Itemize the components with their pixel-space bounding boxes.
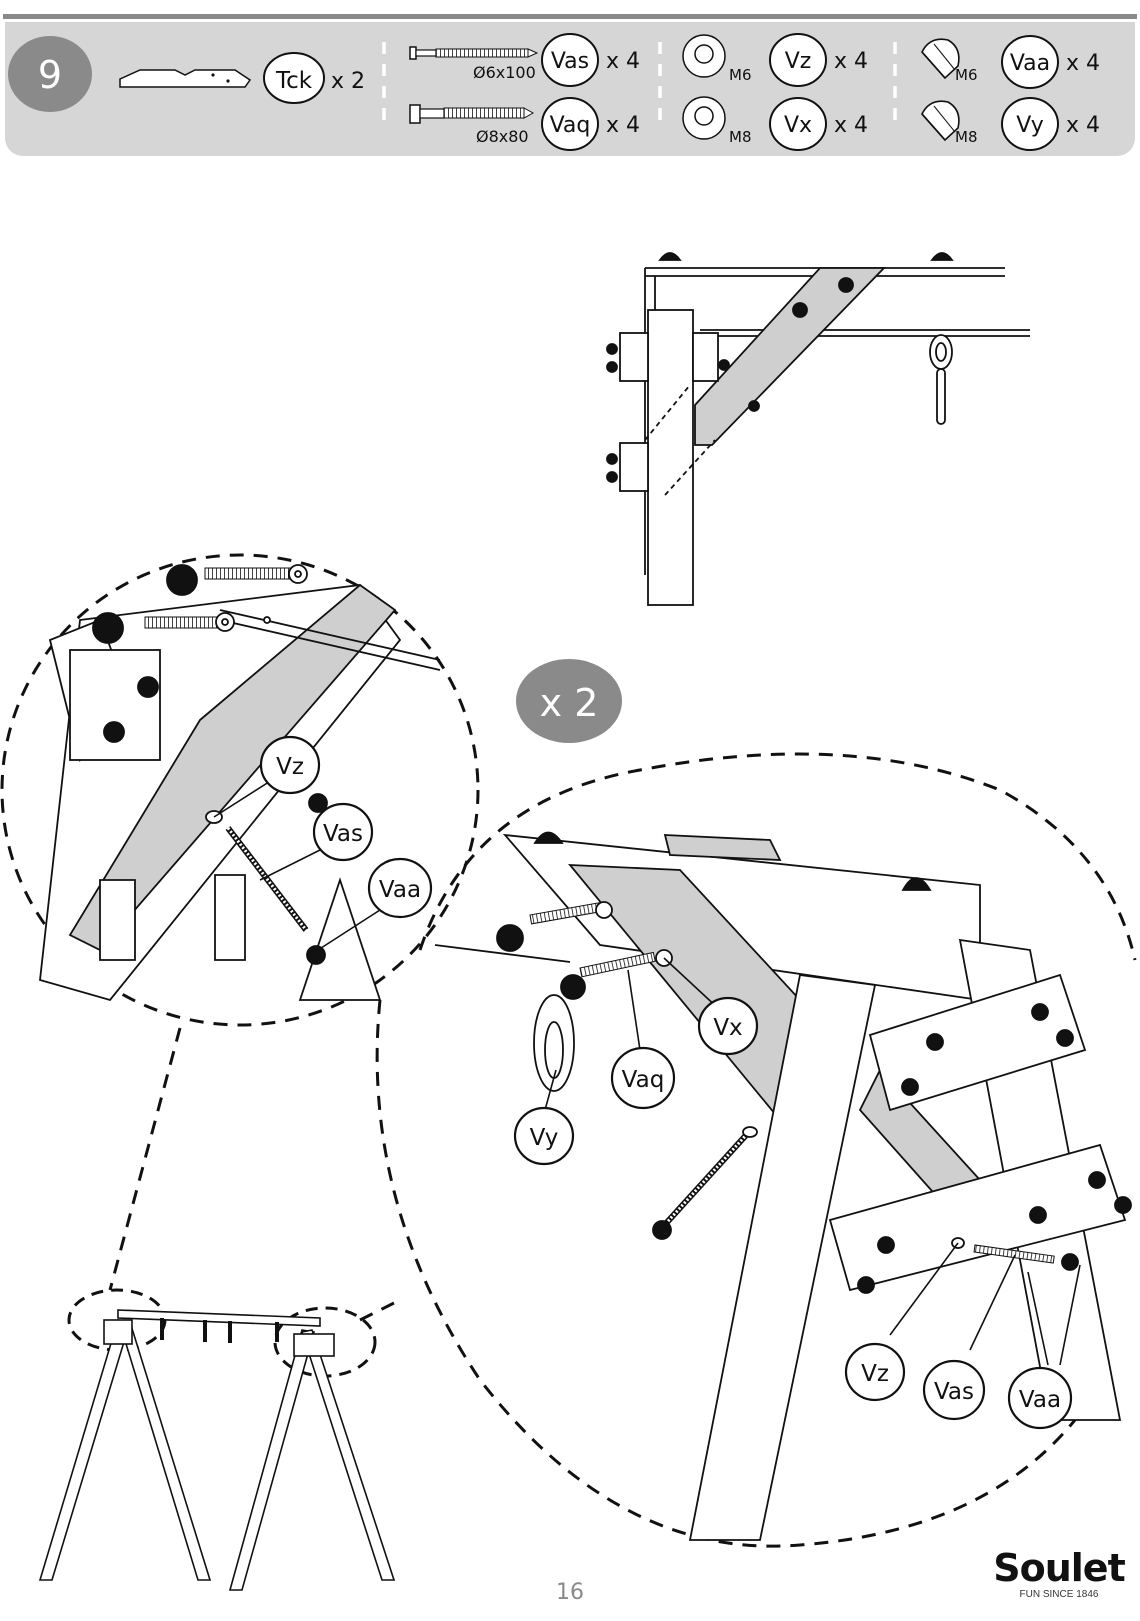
svg-text:Vz: Vz [276,754,304,780]
brand-name: Soulet [993,1546,1126,1590]
callout-vaa: Vaa [1007,1366,1073,1430]
callout-vy: Vy [513,1106,575,1166]
callout-vz: Vz [844,1342,906,1402]
page-number: 16 [556,1580,584,1605]
svg-text:Vas: Vas [323,821,363,847]
part-spec: M6 [729,66,752,84]
part-spec: M6 [955,66,978,84]
part-qty: x 4 [834,113,868,138]
repeat-badge: x 2 [516,659,622,743]
brand-tagline: FUN SINCE 1846 [1019,1589,1099,1600]
brand-logo: Soulet FUN SINCE 1846 [984,1549,1134,1600]
callout-vaa: Vaa [367,857,433,919]
part-tck: Tck x 2 [119,52,365,104]
part-spec: M8 [955,128,978,146]
callout-vaq: Vaq [610,1046,676,1110]
repeat-count: x 2 [540,681,599,725]
part-code: Vas [551,49,589,74]
part-vy: M8 Vy x 4 [921,97,1100,151]
svg-text:Vas: Vas [934,1379,974,1405]
svg-text:Vaq: Vaq [622,1067,665,1093]
swing-frame-overview [38,1288,396,1591]
part-code: Vaq [550,113,591,138]
right-detail-circle: Vx Vaq Vy Vz Vas Vaa [375,752,1137,1548]
part-qty: x 4 [606,113,640,138]
top-rule [3,14,1137,19]
part-vas: Ø6x100 Vas x 4 [409,33,640,87]
step-badge: 9 [8,36,92,112]
part-spec: Ø6x100 [473,63,536,82]
part-code: Vx [784,113,812,138]
callout-vz: Vz [259,735,321,795]
callout-vas: Vas [312,802,374,862]
part-qty: x 4 [606,49,640,74]
svg-text:Vz: Vz [861,1361,889,1387]
part-vaa: M6 Vaa x 4 [921,35,1100,89]
part-code: Vz [785,49,812,74]
part-spec: Ø8x80 [476,127,529,146]
part-qty: x 4 [1066,51,1100,76]
svg-text:Vy: Vy [530,1125,559,1151]
callout-vas: Vas [922,1359,986,1421]
cap-nut-icon [921,100,960,142]
header-separators [382,42,897,124]
part-code: Tck [275,68,313,94]
part-qty: x 2 [331,69,365,94]
zoom-connectors [108,1027,401,1322]
part-vx: M8 Vx x 4 [682,96,868,151]
part-spec: M8 [729,128,752,146]
part-code: Vy [1016,113,1043,138]
part-qty: x 4 [1066,113,1100,138]
cap-nut-icon [921,38,960,80]
corner-overview-drawing [606,252,1030,606]
step-number: 9 [38,53,62,97]
svg-text:Vaa: Vaa [1019,1387,1061,1413]
left-detail-circle: Vz Vas Vaa [0,553,480,1027]
svg-text:Vx: Vx [713,1015,742,1041]
part-qty: x 4 [834,49,868,74]
brace-icon [119,69,252,88]
callout-vx: Vx [697,996,759,1056]
svg-text:Vaa: Vaa [379,877,421,903]
part-vz: M6 Vz x 4 [682,33,868,87]
part-code: Vaa [1010,51,1050,76]
part-vaq: Ø8x80 Vaq x 4 [409,97,640,151]
